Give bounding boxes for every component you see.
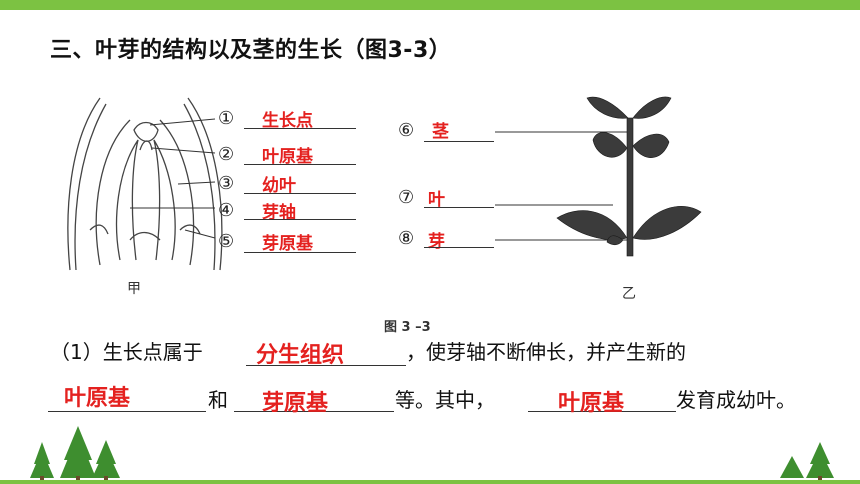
answer-leaf-primordium: 叶原基	[262, 147, 313, 167]
question-text-2: ，使芽轴不断伸长，并产生新的	[406, 340, 686, 364]
question-blank-1	[246, 365, 406, 366]
answer-bud: 芽	[428, 232, 445, 252]
answer-line-5	[244, 252, 356, 253]
diagram-label-yi: 乙	[622, 286, 636, 302]
answer-line-2	[244, 164, 356, 165]
question-text-4: 等。其中，	[395, 388, 495, 412]
answer-stem: 茎	[432, 122, 449, 142]
plant-stem-diagram	[495, 96, 702, 257]
question-answer-2: 叶原基	[64, 386, 131, 411]
answer-bud-primordium: 芽原基	[262, 234, 313, 254]
label-num-2: ②	[218, 144, 235, 165]
top-green-bar	[0, 0, 860, 10]
answer-line-6	[424, 141, 494, 142]
label-num-6: ⑥	[398, 120, 415, 141]
diagram-label-jia: 甲	[127, 281, 141, 297]
label-num-8: ⑧	[398, 228, 415, 249]
answer-line-4	[244, 219, 356, 220]
question-text-1: （1）生长点属于	[50, 340, 203, 364]
label-num-7: ⑦	[398, 187, 415, 208]
label-num-5: ⑤	[218, 231, 235, 252]
answer-line-3	[244, 193, 356, 194]
answer-young-leaf: 幼叶	[262, 176, 296, 196]
answer-line-7	[424, 207, 494, 208]
question-blank-3	[234, 411, 394, 412]
top-decoration	[28, 10, 826, 24]
question-answer-3: 芽原基	[262, 391, 329, 416]
question-blank-2	[48, 411, 206, 412]
question-answer-1: 分生组织	[256, 343, 345, 368]
question-answer-4: 叶原基	[558, 391, 625, 416]
question-blank-4	[528, 411, 676, 412]
question-text-5: 发育成幼叶。	[676, 388, 796, 412]
question-text-3: 和	[208, 388, 228, 412]
answer-line-8	[424, 247, 494, 248]
label-num-4: ④	[218, 200, 235, 221]
label-num-1: ①	[218, 108, 235, 129]
answer-bud-axis: 芽轴	[262, 203, 296, 223]
answer-leaf: 叶	[428, 190, 445, 210]
answer-growth-point: 生长点	[262, 111, 313, 131]
answer-line-1	[244, 128, 356, 129]
page-title: 三、叶芽的结构以及茎的生长（图3-3）	[50, 38, 452, 63]
bottom-decoration	[0, 426, 860, 484]
leaf-bud-diagram	[67, 97, 223, 271]
figure-caption: 图 3 –3	[384, 320, 431, 335]
label-num-3: ③	[218, 173, 235, 194]
